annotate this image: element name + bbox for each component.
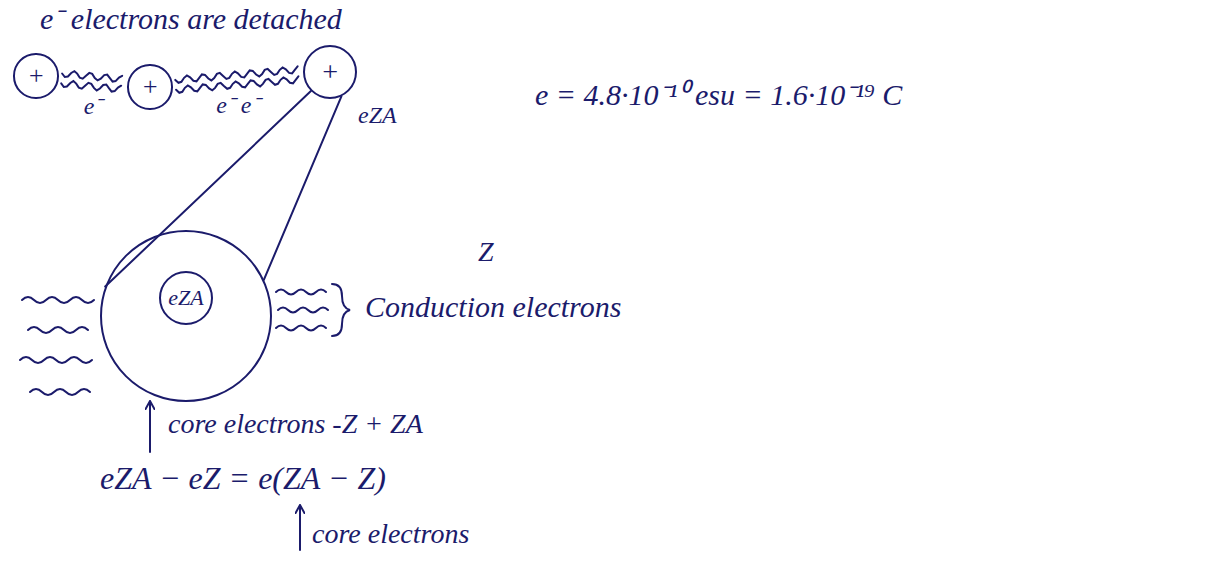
core-label: core electrons -Z + ZA (168, 408, 423, 440)
electron-label: e⁻ (82, 93, 105, 119)
conduction-wave (276, 326, 326, 331)
conduction-label: Conduction electrons (365, 290, 621, 325)
node-text: + (321, 57, 340, 88)
charge-equation: eZA − eZ = e(ZA − Z) (100, 460, 386, 497)
conduction-wave (20, 357, 92, 363)
electron-wave (175, 66, 298, 92)
electron-label: e⁻ e⁻ (214, 92, 261, 118)
node-text: eZA (168, 286, 203, 310)
title: e⁻ electrons are detached (40, 2, 342, 37)
pointer-arrow (299, 506, 301, 550)
ion-circle: + (13, 53, 59, 99)
ion-circle: + (303, 45, 357, 99)
pointer-arrow (149, 402, 151, 452)
ion-circle: + (127, 64, 173, 110)
node-text: + (141, 73, 159, 102)
node-text: + (27, 62, 45, 91)
charge-label: eZA (358, 102, 397, 130)
charge-value: e = 4.8·10⁻¹⁰ esu = 1.6·10⁻¹⁹ C (535, 78, 902, 113)
conduction-wave (28, 327, 88, 333)
symbol-label: Z (478, 236, 494, 268)
conduction-wave (30, 389, 90, 395)
conduction-wave (276, 290, 326, 295)
nucleus-circle: eZA (159, 271, 214, 326)
ion-zoom-circle: eZA (100, 230, 272, 402)
curly-brace (332, 284, 350, 336)
electron-wave (61, 71, 122, 91)
zoom-lines (105, 91, 341, 286)
core-label: core electrons (312, 518, 469, 550)
conduction-wave (22, 297, 94, 303)
conduction-wave (278, 308, 328, 313)
